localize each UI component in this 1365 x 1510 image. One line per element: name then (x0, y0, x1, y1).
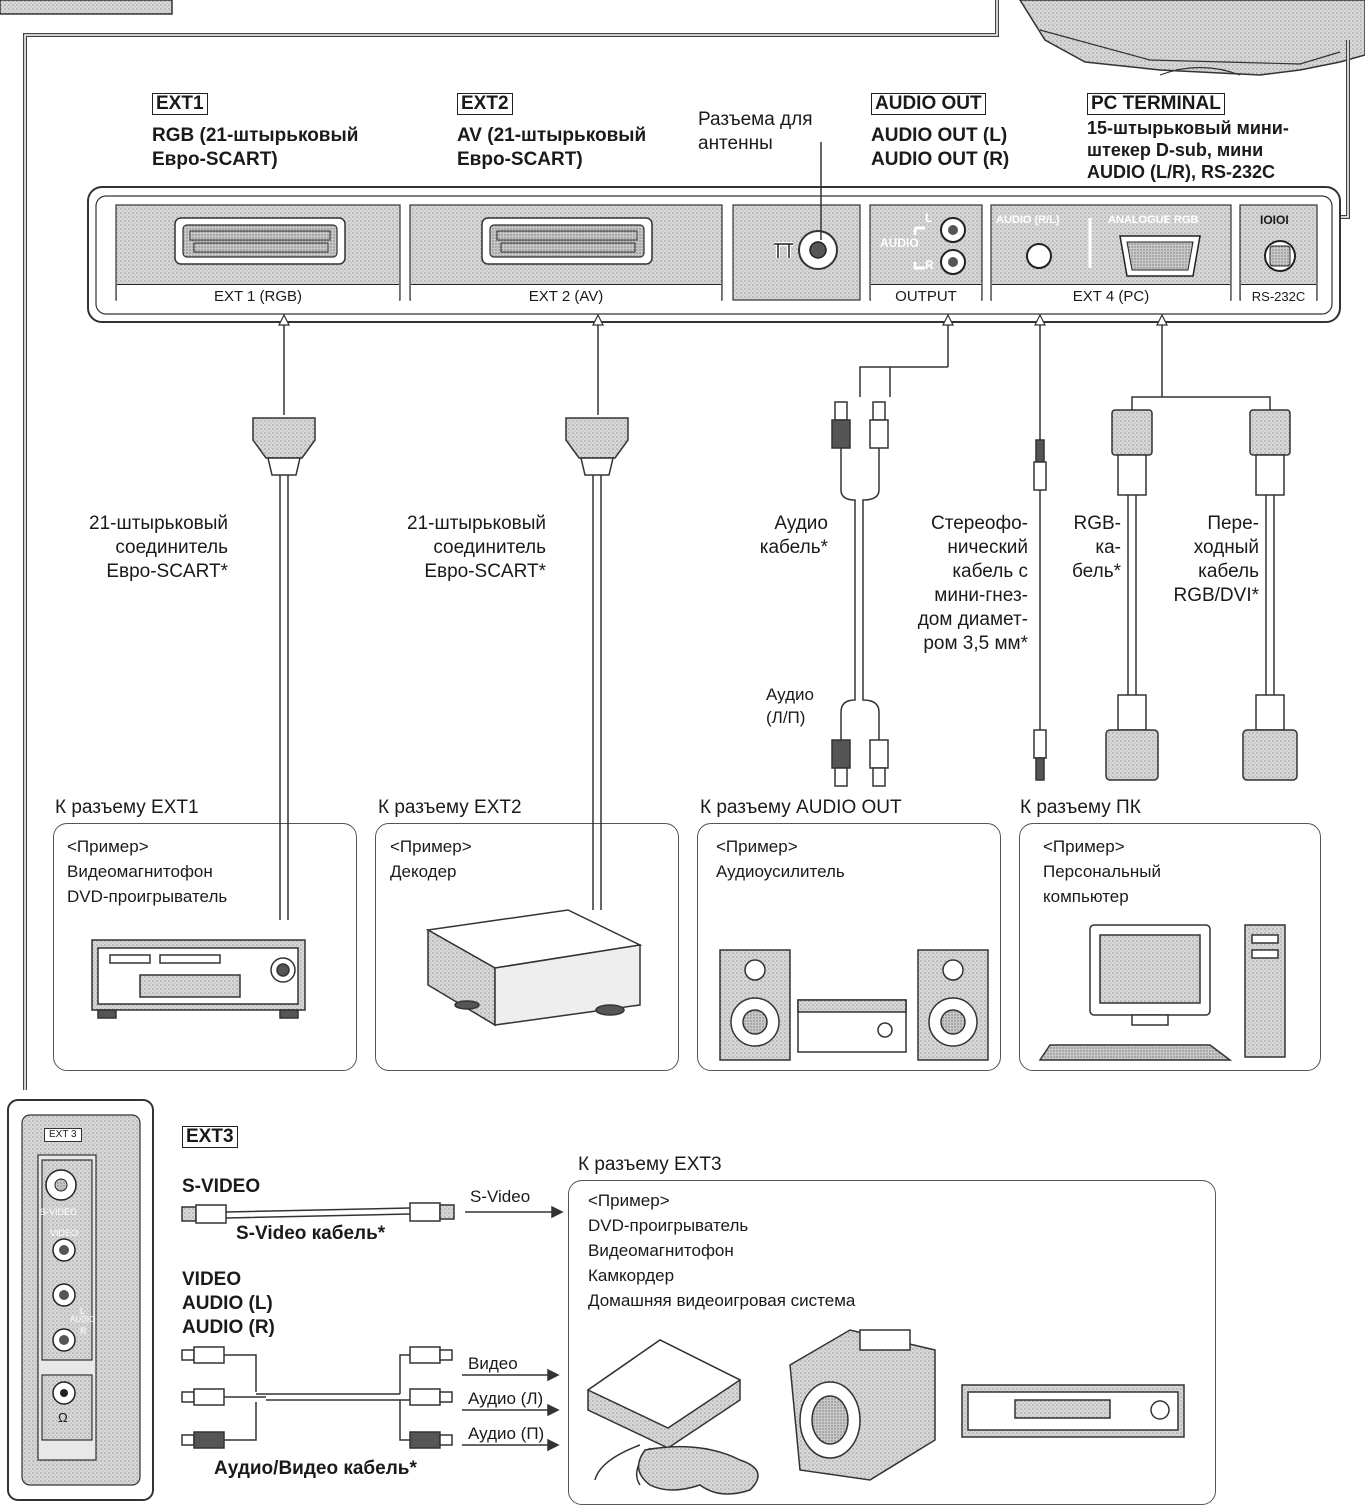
scart-cable-1 (252, 417, 316, 920)
side-video-label: VIDEO (50, 1228, 79, 1238)
arrow-heads (278, 313, 1168, 326)
stereo-cable-label: Стереофо- нический кабель с мини-гнез- д… (917, 513, 1028, 654)
dest-ext1-body: <Пример> Видеомагнитофон DVD-проигрывате… (67, 837, 228, 906)
arrow-audio-r-label: Аудио (П) (468, 1424, 545, 1443)
dest-ext3-title: К разъему EXT3 (578, 1154, 722, 1175)
antenna-description: Разъема для антенны (698, 109, 813, 154)
stereo-mini-cable (1033, 439, 1047, 781)
output-l-mark: L (925, 211, 933, 225)
ext2-panel-label: EXT 2 (AV) (411, 284, 721, 309)
tv-corner-illustration (1019, 0, 1365, 76)
dest-audio-out-title: К разъему AUDIO OUT (700, 797, 902, 818)
top-left-tab (0, 0, 173, 15)
personal-computer-illustration (1038, 924, 1286, 1061)
rgb-dvi-cable (1242, 409, 1298, 781)
arrow-video-label: Видео (468, 1354, 518, 1373)
output-r-mark: R (925, 258, 934, 272)
rgb-dvi-cable-label: Пере- ходный кабель RGB/DVI* (1173, 513, 1259, 606)
pc-terminal-tag: PC TERMINAL (1087, 92, 1225, 116)
antenna-section (732, 204, 861, 301)
audio-out-tag: AUDIO OUT (871, 92, 986, 116)
dest-pc-body: <Пример> Персональный компьютер (1043, 837, 1161, 906)
analogue-rgb-mark: ANALOGUE RGB (1108, 214, 1199, 226)
rgb-cable-label: RGB- ка- бель* (1072, 513, 1121, 582)
vcr-illustration (961, 1384, 1185, 1438)
decoder-illustration (425, 909, 643, 1027)
av-cable-label: Аудио/Видео кабель* (214, 1458, 417, 1479)
ext1-description: RGB (21-штырьковый Евро-SCART) (152, 125, 359, 170)
side-l-label: L (80, 1306, 86, 1316)
side-audio-label: AUDIO (70, 1315, 96, 1324)
scart-cable-1-label: 21-штырьковый соединитель Евро-SCART* (89, 513, 228, 582)
side-headphone-icon: Ω (58, 1410, 68, 1425)
dest-ext2-body: <Пример> Декодер (390, 837, 472, 881)
pc-terminal-description: 15-штырьковый мини- штекер D-sub, мини A… (1087, 118, 1289, 182)
audio-rca-cable (831, 401, 889, 787)
rgb-cable (1105, 409, 1159, 781)
audio-amplifier-illustration (719, 949, 989, 1061)
output-panel-label: OUTPUT (871, 284, 981, 309)
vcr-dvd-player-illustration (91, 939, 306, 1019)
svideo-title: S-VIDEO (182, 1176, 261, 1197)
ext3-arrows (462, 1205, 564, 1452)
side-r-label: R (80, 1326, 87, 1336)
dest-pc-title: К разъему ПК (1020, 797, 1141, 818)
dest-ext2-title: К разъему EXT2 (378, 797, 522, 818)
dest-ext1-title: К разъему EXT1 (55, 797, 199, 818)
audio-lp-label: Аудио (Л/П) (766, 685, 814, 727)
av-cable (181, 1346, 453, 1449)
av-title: VIDEO AUDIO (L) AUDIO (R) (182, 1269, 275, 1338)
camcorder-illustration (789, 1329, 936, 1481)
rs232-icon-text: IOIOI (1260, 213, 1289, 227)
ext4-panel-label: EXT 4 (PC) (992, 284, 1230, 309)
dest-audio-out-body: <Пример> Аудиоусилитель (716, 837, 845, 881)
svideo-cable-label: S-Video кабель* (236, 1223, 386, 1244)
svideo-arrow-label: S-Video (470, 1187, 531, 1206)
side-panel-ext3 (7, 1099, 154, 1501)
rs232-panel-label: RS-232C (1241, 284, 1316, 309)
ext1-panel-label: EXT 1 (RGB) (117, 284, 399, 309)
ext2-tag: EXT2 (457, 92, 513, 116)
side-ext3-label: EXT 3 (44, 1128, 82, 1142)
audio-rl-mark: AUDIO (R/L) (996, 214, 1060, 226)
scart-cable-2 (565, 417, 629, 910)
ext1-tag: EXT1 (152, 92, 208, 116)
output-audio-mark: AUDIO (880, 236, 919, 250)
connection-lines (283, 142, 1271, 440)
ext3-tag: EXT3 (182, 1125, 238, 1149)
scart-cable-2-label: 21-штырьковый соединитель Евро-SCART* (407, 513, 546, 582)
audio-cable-label: Аудио кабель* (759, 513, 828, 558)
ext2-description: AV (21-штырьковый Евро-SCART) (457, 125, 647, 170)
game-console-illustration (586, 1339, 759, 1495)
dest-ext3-body: <Пример> DVD-проигрыватель Видеомагнитоф… (588, 1191, 856, 1310)
side-svideo-label: S-VIDEO (40, 1207, 78, 1217)
s-video-cable (181, 1202, 455, 1224)
arrow-audio-l-label: Аудио (Л) (468, 1389, 544, 1408)
audio-out-description: AUDIO OUT (L) AUDIO OUT (R) (871, 125, 1010, 170)
